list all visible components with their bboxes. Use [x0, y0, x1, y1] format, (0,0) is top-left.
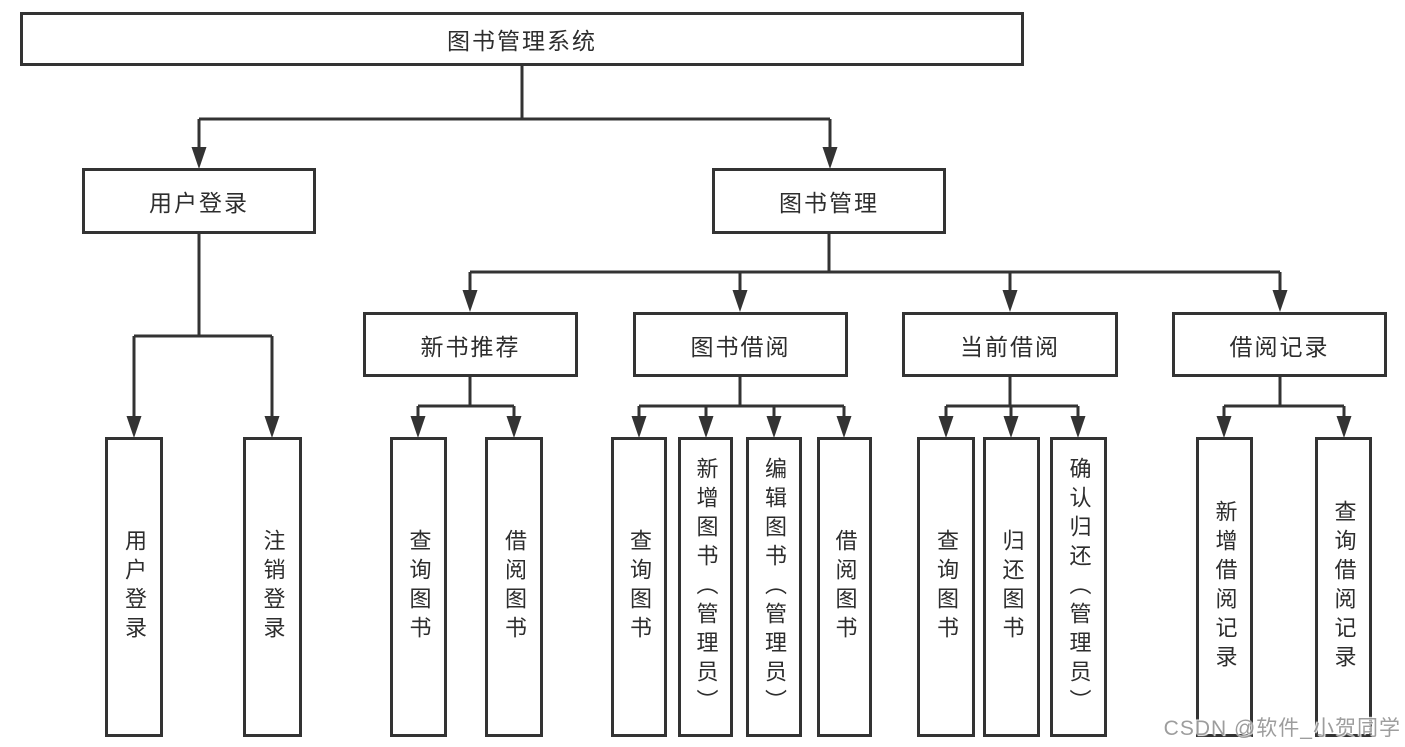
- arrowhead: [1272, 290, 1288, 312]
- arrowhead: [1003, 416, 1019, 438]
- node-label: 新书推荐: [420, 333, 521, 360]
- node-label: 查询图书: [627, 529, 652, 645]
- arrowhead: [410, 416, 426, 438]
- node-library-management-system: 图书管理系统: [20, 12, 1024, 66]
- leaf-borrow-edit-books-admin: 编辑图书（管理员）: [746, 437, 802, 737]
- node-book-borrowing: 图书借阅: [633, 312, 848, 377]
- arrowhead: [1070, 416, 1086, 438]
- node-user-login: 用户登录: [82, 168, 316, 234]
- arrowhead: [766, 416, 782, 438]
- node-current-borrowing: 当前借阅: [902, 312, 1118, 377]
- arrowhead: [1336, 416, 1352, 438]
- leaf-borrow-borrow-books: 借阅图书: [817, 437, 872, 737]
- node-label: 图书管理系统: [447, 28, 597, 54]
- node-label: 图书管理: [779, 190, 879, 216]
- leaf-records-add-record: 新增借阅记录: [1196, 437, 1253, 737]
- arrowhead: [191, 147, 207, 169]
- arrowhead: [1002, 290, 1018, 312]
- node-label: 归还图书: [999, 529, 1025, 645]
- node-label: 借阅记录: [1229, 333, 1330, 360]
- node-label: 用户登录: [122, 529, 147, 645]
- arrowhead: [126, 416, 142, 438]
- arrowhead: [1216, 416, 1232, 438]
- arrowhead: [732, 290, 748, 312]
- leaf-current-query-books: 查询图书: [917, 437, 975, 737]
- leaf-user-login: 用户登录: [105, 437, 163, 737]
- arrowhead: [938, 416, 954, 438]
- leaf-logout: 注销登录: [243, 437, 302, 737]
- node-label: 查询图书: [406, 529, 432, 645]
- node-label: 当前借阅: [960, 333, 1060, 360]
- leaf-current-return-books: 归还图书: [983, 437, 1040, 737]
- node-book-management: 图书管理: [712, 168, 946, 234]
- leaf-newbook-borrow-books: 借阅图书: [485, 437, 543, 737]
- arrowhead: [462, 290, 478, 312]
- arrowhead: [506, 416, 522, 438]
- csdn-watermark: CSDN @软件_小贺同学: [1163, 717, 1401, 740]
- arrowheads: [126, 147, 1352, 438]
- node-label: 图书借阅: [690, 333, 791, 360]
- node-label: 新增借阅记录: [1212, 500, 1238, 674]
- leaf-records-query-record: 查询借阅记录: [1315, 437, 1372, 737]
- arrowhead: [264, 416, 280, 438]
- node-borrowing-records: 借阅记录: [1172, 312, 1387, 377]
- leaf-current-confirm-return-admin: 确认归还（管理员）: [1050, 437, 1107, 737]
- node-label: 借阅图书: [502, 529, 527, 645]
- arrowhead: [822, 147, 838, 169]
- leaf-borrow-add-books-admin: 新增图书（管理员）: [678, 437, 733, 737]
- node-label: 借阅图书: [832, 529, 858, 645]
- node-label: 确认归还（管理员）: [1066, 456, 1092, 718]
- arrowhead: [631, 416, 647, 438]
- node-label: 新增图书（管理员）: [693, 456, 719, 718]
- node-label: 用户登录: [149, 190, 249, 216]
- node-label: 注销登录: [260, 529, 286, 645]
- leaf-borrow-query-books: 查询图书: [611, 437, 667, 737]
- node-label: 编辑图书（管理员）: [762, 456, 787, 718]
- arrowhead: [836, 416, 852, 438]
- arrowhead: [698, 416, 714, 438]
- node-label: 查询图书: [934, 529, 959, 645]
- node-label: 查询借阅记录: [1331, 500, 1357, 674]
- node-new-book-recommend: 新书推荐: [363, 312, 578, 377]
- leaf-newbook-query-books: 查询图书: [390, 437, 447, 737]
